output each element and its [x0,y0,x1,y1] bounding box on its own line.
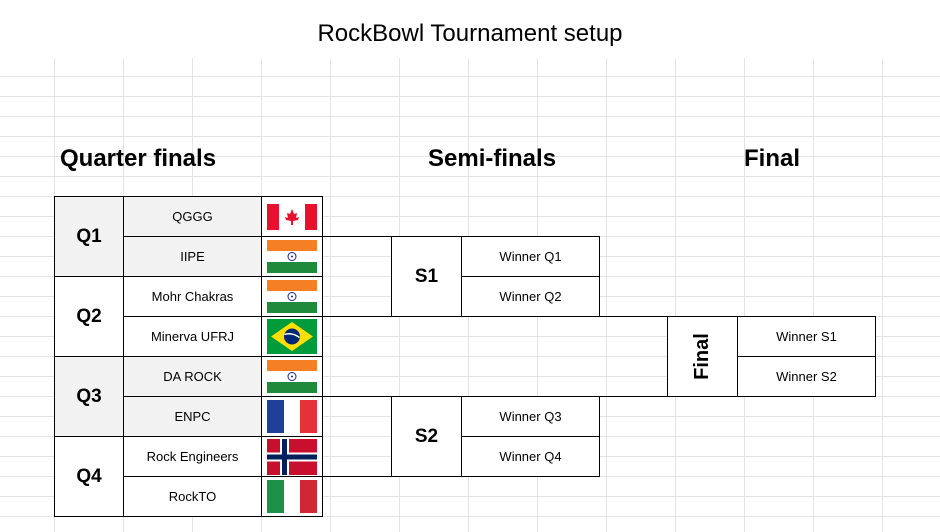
final-label-text: Final [690,333,713,380]
s2-label-cell[interactable]: S2 [391,396,462,477]
team-cell-mohr-chakras[interactable]: Mohr Chakras [123,276,262,317]
q2-label-cell[interactable]: Q2 [54,276,124,357]
quarter-finals-heading: Quarter finals [60,145,217,172]
q1-label-cell[interactable]: Q1 [54,196,124,277]
flag-cell-rock-engineers [261,436,323,477]
india-flag-icon [267,360,317,393]
bracket-line-q1 [322,236,392,237]
flag-cell-rockto [261,476,323,517]
team-cell-rockto[interactable]: RockTO [123,476,262,517]
team-cell-iipe[interactable]: IIPE [123,236,262,277]
winner-q1-cell[interactable]: Winner Q1 [461,236,600,277]
title-band [0,0,940,58]
flag-cell-da-rock [261,356,323,397]
brazil-flag-icon [267,319,317,354]
final-label-cell[interactable]: Final [667,316,738,397]
q4-label-cell[interactable]: Q4 [54,436,124,517]
flag-cell-iipe [261,236,323,277]
sheet-title: RockBowl Tournament setup [317,20,623,47]
flag-cell-qggg [261,196,323,237]
flag-cell-mohr-chakras [261,276,323,317]
norway-flag-icon [267,438,317,475]
india-flag-icon [267,240,317,273]
winner-q2-cell[interactable]: Winner Q2 [461,276,600,317]
italy-flag-icon [267,480,317,513]
team-cell-enpc[interactable]: ENPC [123,396,262,437]
team-cell-da-rock[interactable]: DA ROCK [123,356,262,397]
india-flag-icon [267,280,317,313]
semi-finals-heading: Semi-finals [428,145,557,172]
winner-s1-cell[interactable]: Winner S1 [737,316,876,357]
s1-label-cell[interactable]: S1 [391,236,462,317]
winner-q4-cell[interactable]: Winner Q4 [461,436,600,477]
france-flag-icon [267,400,317,433]
winner-s2-cell[interactable]: Winner S2 [737,356,876,397]
winner-q3-cell[interactable]: Winner Q3 [461,396,600,437]
flag-cell-enpc [261,396,323,437]
q3-label-cell[interactable]: Q3 [54,356,124,437]
canada-flag-icon [267,203,317,230]
flag-cell-minerva-ufrj [261,316,323,357]
final-heading: Final [744,145,801,172]
team-cell-rock-engineers[interactable]: Rock Engineers [123,436,262,477]
team-cell-minerva-ufrj[interactable]: Minerva UFRJ [123,316,262,357]
bracket-line-q4 [322,476,392,477]
team-cell-qggg[interactable]: QGGG [123,196,262,237]
